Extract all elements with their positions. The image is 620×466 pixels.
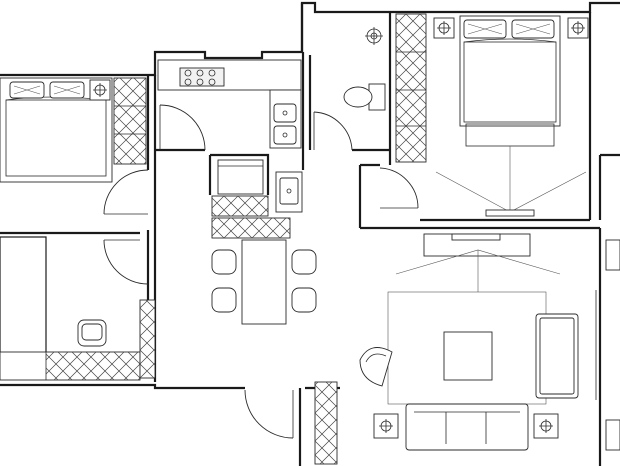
desk bbox=[0, 351, 141, 381]
wardrobe-master bbox=[395, 13, 427, 163]
door-study bbox=[103, 239, 149, 285]
desk-chair bbox=[77, 319, 107, 347]
wardrobe-left bbox=[113, 77, 147, 165]
kitchen-cabinets bbox=[211, 195, 291, 239]
dining-table bbox=[241, 239, 287, 325]
shower-head bbox=[365, 27, 383, 45]
coffee-table bbox=[443, 331, 493, 381]
rug-master bbox=[435, 146, 587, 217]
door-entry bbox=[244, 389, 294, 439]
door-kitchen bbox=[159, 104, 206, 151]
rug bbox=[387, 249, 561, 405]
wash-basin bbox=[275, 171, 303, 213]
master-bedroom bbox=[395, 13, 589, 217]
door-master-bedroom bbox=[379, 167, 419, 209]
fridge bbox=[217, 159, 264, 195]
stove-top bbox=[179, 67, 225, 87]
bookshelf bbox=[139, 299, 156, 379]
right-wall-features bbox=[595, 239, 620, 451]
toilet bbox=[343, 83, 386, 111]
nightstand-master-right bbox=[567, 17, 589, 39]
armchair bbox=[359, 347, 393, 387]
entry bbox=[244, 381, 338, 465]
kitchen bbox=[157, 59, 303, 239]
nightstand-lamp bbox=[89, 79, 111, 101]
sofa bbox=[405, 403, 529, 451]
door-bedroom-left bbox=[103, 169, 149, 215]
tv-unit bbox=[423, 233, 531, 257]
study bbox=[0, 236, 156, 381]
living-room bbox=[359, 233, 620, 451]
kitchen-sink bbox=[273, 103, 297, 145]
bathroom bbox=[313, 27, 419, 209]
dining-chairs bbox=[211, 249, 317, 313]
lounge-chair bbox=[535, 313, 579, 399]
side-tables bbox=[373, 413, 559, 439]
double-bed-master bbox=[459, 15, 561, 147]
dining bbox=[211, 239, 317, 325]
door-bathroom bbox=[313, 111, 353, 151]
bedroom-left bbox=[0, 77, 149, 215]
nightstand-master-left bbox=[433, 17, 455, 39]
